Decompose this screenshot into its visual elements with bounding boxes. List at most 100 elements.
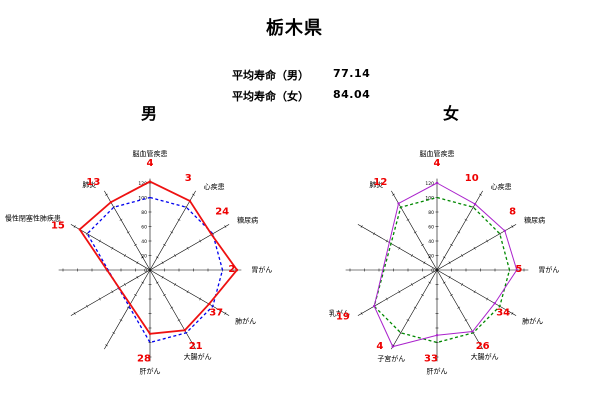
female-category-label: 胃がん <box>538 265 559 274</box>
female-axis-tick <box>486 239 489 243</box>
male-axis-spoke <box>149 269 196 350</box>
female-tick-label: 60 <box>428 225 434 231</box>
male-data-point <box>148 332 152 335</box>
female-tick-label: 80 <box>428 210 434 216</box>
female-axis-tick <box>479 344 482 347</box>
male-axis-tick <box>161 275 164 279</box>
female-rank-label: 5 <box>515 264 522 275</box>
male-axis-tick <box>111 290 114 294</box>
female-axis-tick <box>473 290 476 294</box>
male-axis-tick <box>105 193 108 196</box>
male-axis-spoke <box>149 269 230 316</box>
female-rank-label: 26 <box>476 341 490 352</box>
female-tick-label: 100 <box>425 196 434 202</box>
female-axis-tick <box>385 297 388 301</box>
male-axis-tick <box>126 231 130 234</box>
female-axis-tick <box>406 319 410 322</box>
male-rank-label: 13 <box>86 177 100 188</box>
male-axis-tick <box>161 261 164 265</box>
male-axis-tick <box>177 319 181 322</box>
male-data-point <box>207 302 211 306</box>
female-rank-label: 4 <box>434 158 441 169</box>
male-category-label: 脳血管疾患 <box>133 149 168 158</box>
male-axis-tick <box>170 231 174 234</box>
male-axis-tick <box>155 281 159 284</box>
male-radar: 204060801001200脳血管疾患4心疾患3糖尿病24胃がん2肺がん37大… <box>5 149 272 375</box>
male-category-label: 肺がん <box>235 317 256 326</box>
female-data-point <box>435 334 439 337</box>
male-chart-title: 男 <box>141 104 158 123</box>
female-axis-tick <box>461 283 464 286</box>
male-rank-label: 2 <box>228 264 235 275</box>
page-title: 栃木県 <box>266 18 323 39</box>
male-rank-label: 37 <box>209 308 223 319</box>
life-expectancy-female-value: 84.04 <box>333 88 371 101</box>
male-category-label: 糖尿病 <box>237 215 258 224</box>
male-category-label: 肝がん <box>140 366 161 375</box>
male-rank-label: 21 <box>189 341 203 352</box>
female-axis-spoke <box>436 269 483 350</box>
male-axis-tick <box>86 304 89 308</box>
male-axis-spoke <box>70 224 151 271</box>
female-category-label: 肝がん <box>427 366 448 375</box>
male-axis-tick <box>123 283 126 286</box>
male-axis-tick <box>224 312 227 315</box>
male-axis-tick <box>73 225 76 228</box>
male-tick-label: 40 <box>141 239 147 245</box>
male-axis-tick <box>134 243 137 246</box>
male-data-point <box>210 233 213 236</box>
female-category-label: 糖尿病 <box>524 215 545 224</box>
female-axis-tick <box>464 218 468 221</box>
female-rank-label: 10 <box>465 173 479 184</box>
male-axis-tick <box>105 344 108 347</box>
male-axis-tick <box>136 261 139 265</box>
female-axis-tick <box>413 306 417 309</box>
male-category-label: 肺炎 <box>82 181 96 189</box>
male-axis-tick <box>163 294 166 297</box>
male-axis-tick <box>174 283 177 286</box>
male-axis-tick <box>199 297 202 301</box>
male-axis-tick <box>126 306 130 309</box>
female-tick-label-zero: 0 <box>431 268 434 274</box>
male-rank-label: 3 <box>185 173 192 184</box>
female-axis-tick <box>423 275 426 279</box>
female-axis-tick <box>399 331 403 334</box>
male-data-point <box>148 180 152 183</box>
female-axis-tick <box>428 281 432 284</box>
female-axis-spoke <box>436 190 483 271</box>
female-axis-tick <box>421 243 424 246</box>
female-data-point <box>435 181 439 185</box>
female-tick-label: 120 <box>425 181 434 187</box>
male-tick-label: 60 <box>141 225 147 231</box>
male-axis-spoke <box>104 269 151 350</box>
male-axis-tick <box>136 275 139 279</box>
female-axis-tick <box>423 261 426 265</box>
female-axis-spoke <box>357 269 438 316</box>
male-series-line <box>78 180 239 335</box>
female-category-label: 心疾患 <box>491 182 512 191</box>
female-rank-label: 8 <box>509 206 516 217</box>
female-axis-tick <box>473 246 476 250</box>
female-radar: 204060801001200脳血管疾患4心疾患10糖尿病8胃がん5肺がん34大… <box>329 149 559 375</box>
male-axis-tick <box>141 256 145 259</box>
female-axis-tick <box>398 246 401 250</box>
male-category-label: 大腸がん <box>184 352 212 361</box>
female-axis-tick <box>511 225 514 228</box>
male-axis-spoke <box>104 190 151 271</box>
female-axis-spoke <box>436 269 517 316</box>
male-axis-tick <box>170 306 174 309</box>
female-axis-tick <box>461 254 464 257</box>
male-data-point <box>235 268 239 272</box>
female-axis-tick <box>457 231 461 234</box>
female-axis-tick <box>360 225 363 228</box>
female-axis-tick <box>373 232 376 236</box>
male-axis-tick <box>224 225 227 228</box>
female-axis-tick <box>464 319 468 322</box>
female-data-point <box>493 302 496 305</box>
male-axis-tick <box>184 206 188 209</box>
female-rank-label: 19 <box>336 312 350 323</box>
female-category-label: 乳がん <box>329 309 350 318</box>
female-axis-spoke <box>357 224 438 271</box>
female-reference-line <box>373 196 511 344</box>
female-axis-tick <box>406 218 410 221</box>
